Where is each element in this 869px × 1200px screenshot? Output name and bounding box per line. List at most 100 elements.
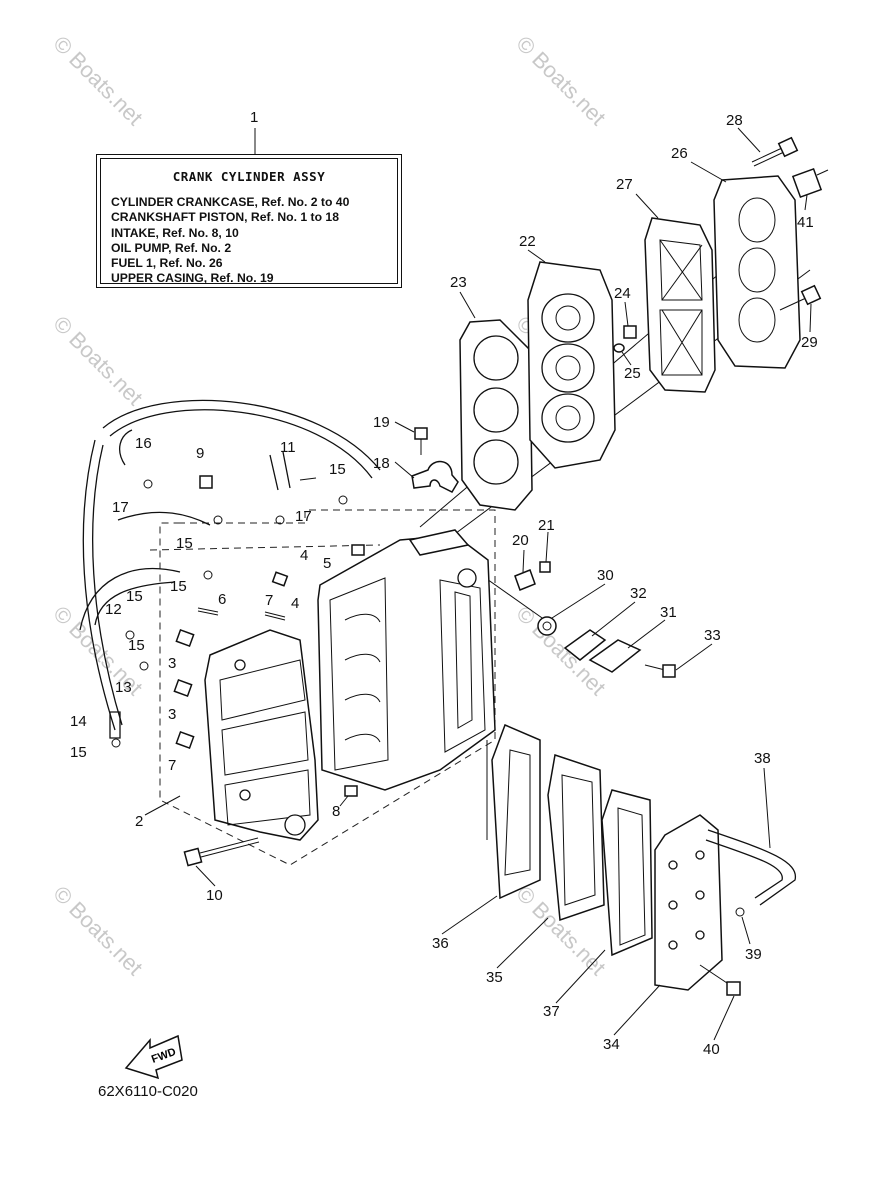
callout-8: 8 — [332, 803, 340, 820]
plate-20 — [514, 569, 536, 591]
callout-22: 22 — [519, 233, 536, 250]
info-line: CRANKSHAFT PISTON, Ref. No. 1 to 18 — [111, 210, 339, 225]
callout-24: 24 — [614, 285, 631, 302]
cylinder-head-cover — [713, 175, 801, 369]
callout-25: 25 — [624, 365, 641, 382]
callout-36: 36 — [432, 935, 449, 952]
info-box-title: CRANK CYLINDER ASSY — [172, 169, 326, 184]
callout-7: 7 — [168, 757, 176, 774]
gasket-32 — [563, 629, 607, 661]
callout-2: 2 — [135, 813, 143, 830]
plug-41 — [791, 167, 829, 199]
callout-29: 29 — [801, 334, 818, 351]
info-line: UPPER CASING, Ref. No. 19 — [111, 271, 274, 286]
callout-19: 19 — [373, 414, 390, 431]
info-box-border: CRANK CYLINDER ASSY CYLINDER CRANKCASE, … — [100, 158, 398, 287]
hose-clamps — [111, 479, 348, 748]
watermark: © Boats.net — [511, 31, 610, 130]
callout-13: 13 — [115, 679, 132, 696]
callout-15: 15 — [126, 588, 143, 605]
bolt-19 — [414, 427, 428, 455]
assembly-bracket — [159, 509, 496, 866]
callout-15: 15 — [176, 535, 193, 552]
clamp-39 — [735, 907, 745, 917]
callout-15: 15 — [170, 578, 187, 595]
callout-38: 38 — [754, 750, 771, 767]
watermark: © Boats.net — [48, 311, 147, 410]
callout-31: 31 — [660, 604, 677, 621]
diagram-code: 62X6110-C020 — [98, 1083, 198, 1100]
callout-20: 20 — [512, 532, 529, 549]
gasket-36 — [491, 724, 541, 900]
callout-26: 26 — [671, 145, 688, 162]
callout-18: 18 — [373, 455, 390, 472]
bolt-28 — [751, 136, 799, 167]
thermo-30 — [537, 616, 557, 636]
crankcase — [317, 529, 496, 791]
callout-39: 39 — [745, 946, 762, 963]
cylinder-head-gasket — [459, 319, 533, 511]
callout-40: 40 — [703, 1041, 720, 1058]
callout-30: 30 — [597, 567, 614, 584]
bolt-33 — [644, 664, 676, 678]
cover-31 — [588, 639, 642, 673]
callout-5: 5 — [323, 555, 331, 572]
callout-35: 35 — [486, 969, 503, 986]
callout-14: 14 — [70, 713, 87, 730]
plate-35 — [547, 754, 605, 922]
info-line: CYLINDER CRANKCASE, Ref. No. 2 to 40 — [111, 195, 350, 209]
bolt-29 — [779, 284, 822, 311]
callout-28: 28 — [726, 112, 743, 129]
bracket-18 — [411, 460, 459, 493]
assembly-info-box: CRANK CYLINDER ASSY CYLINDER CRANKCASE, … — [96, 154, 402, 288]
callout-4: 4 — [291, 595, 299, 612]
info-line: OIL PUMP, Ref. No. 2 — [111, 240, 232, 255]
fittings — [173, 475, 365, 797]
callout-37: 37 — [543, 1003, 560, 1020]
cylinder-block — [204, 629, 319, 841]
head-cover-gasket — [644, 217, 716, 393]
callout-33: 33 — [704, 627, 721, 644]
info-box-lines: CYLINDER CRANKCASE, Ref. No. 2 to 40 CRA… — [111, 195, 349, 287]
bolt-10 — [183, 837, 260, 867]
callout-15: 15 — [329, 461, 346, 478]
callout-12: 12 — [105, 601, 122, 618]
callout-4: 4 — [300, 547, 308, 564]
leader-lines — [144, 127, 812, 1041]
washer-25 — [613, 343, 625, 353]
callout-3: 3 — [168, 706, 176, 723]
callout-1: 1 — [250, 109, 258, 126]
callout-34: 34 — [603, 1036, 620, 1053]
fwd-arrow-icon: FWD — [124, 1034, 183, 1080]
watermark: © Boats.net — [48, 31, 147, 130]
callout-23: 23 — [450, 274, 467, 291]
gasket-37 — [601, 789, 653, 957]
callout-10: 10 — [206, 887, 223, 904]
callout-41: 41 — [797, 214, 814, 231]
watermark: © Boats.net — [511, 601, 610, 700]
callout-3: 3 — [168, 655, 176, 672]
callout-11: 11 — [280, 439, 296, 456]
callout-9: 9 — [196, 445, 204, 462]
hose-38 — [705, 829, 796, 906]
callout-7: 7 — [265, 592, 273, 609]
callout-15: 15 — [128, 637, 145, 654]
callout-15: 15 — [70, 744, 87, 761]
callouts: 1 2 3 3 4 4 5 6 7 7 8 9 10 11 12 13 14 1… — [70, 109, 818, 1058]
cylinder-head — [527, 261, 616, 469]
hoses — [79, 399, 381, 739]
callout-17: 17 — [112, 499, 129, 516]
callout-17: 17 — [295, 508, 312, 525]
bolt-40 — [699, 964, 741, 996]
exhaust-cover-34 — [654, 814, 723, 991]
callout-32: 32 — [630, 585, 647, 602]
callout-6: 6 — [218, 591, 226, 608]
callout-21: 21 — [538, 517, 555, 534]
screw-21 — [539, 561, 551, 573]
callout-27: 27 — [616, 176, 633, 193]
info-line: INTAKE, Ref. No. 8, 10 — [111, 225, 239, 240]
watermark: © Boats.net — [48, 881, 147, 980]
info-line: FUEL 1, Ref. No. 26 — [111, 256, 223, 271]
callout-16: 16 — [135, 435, 152, 452]
